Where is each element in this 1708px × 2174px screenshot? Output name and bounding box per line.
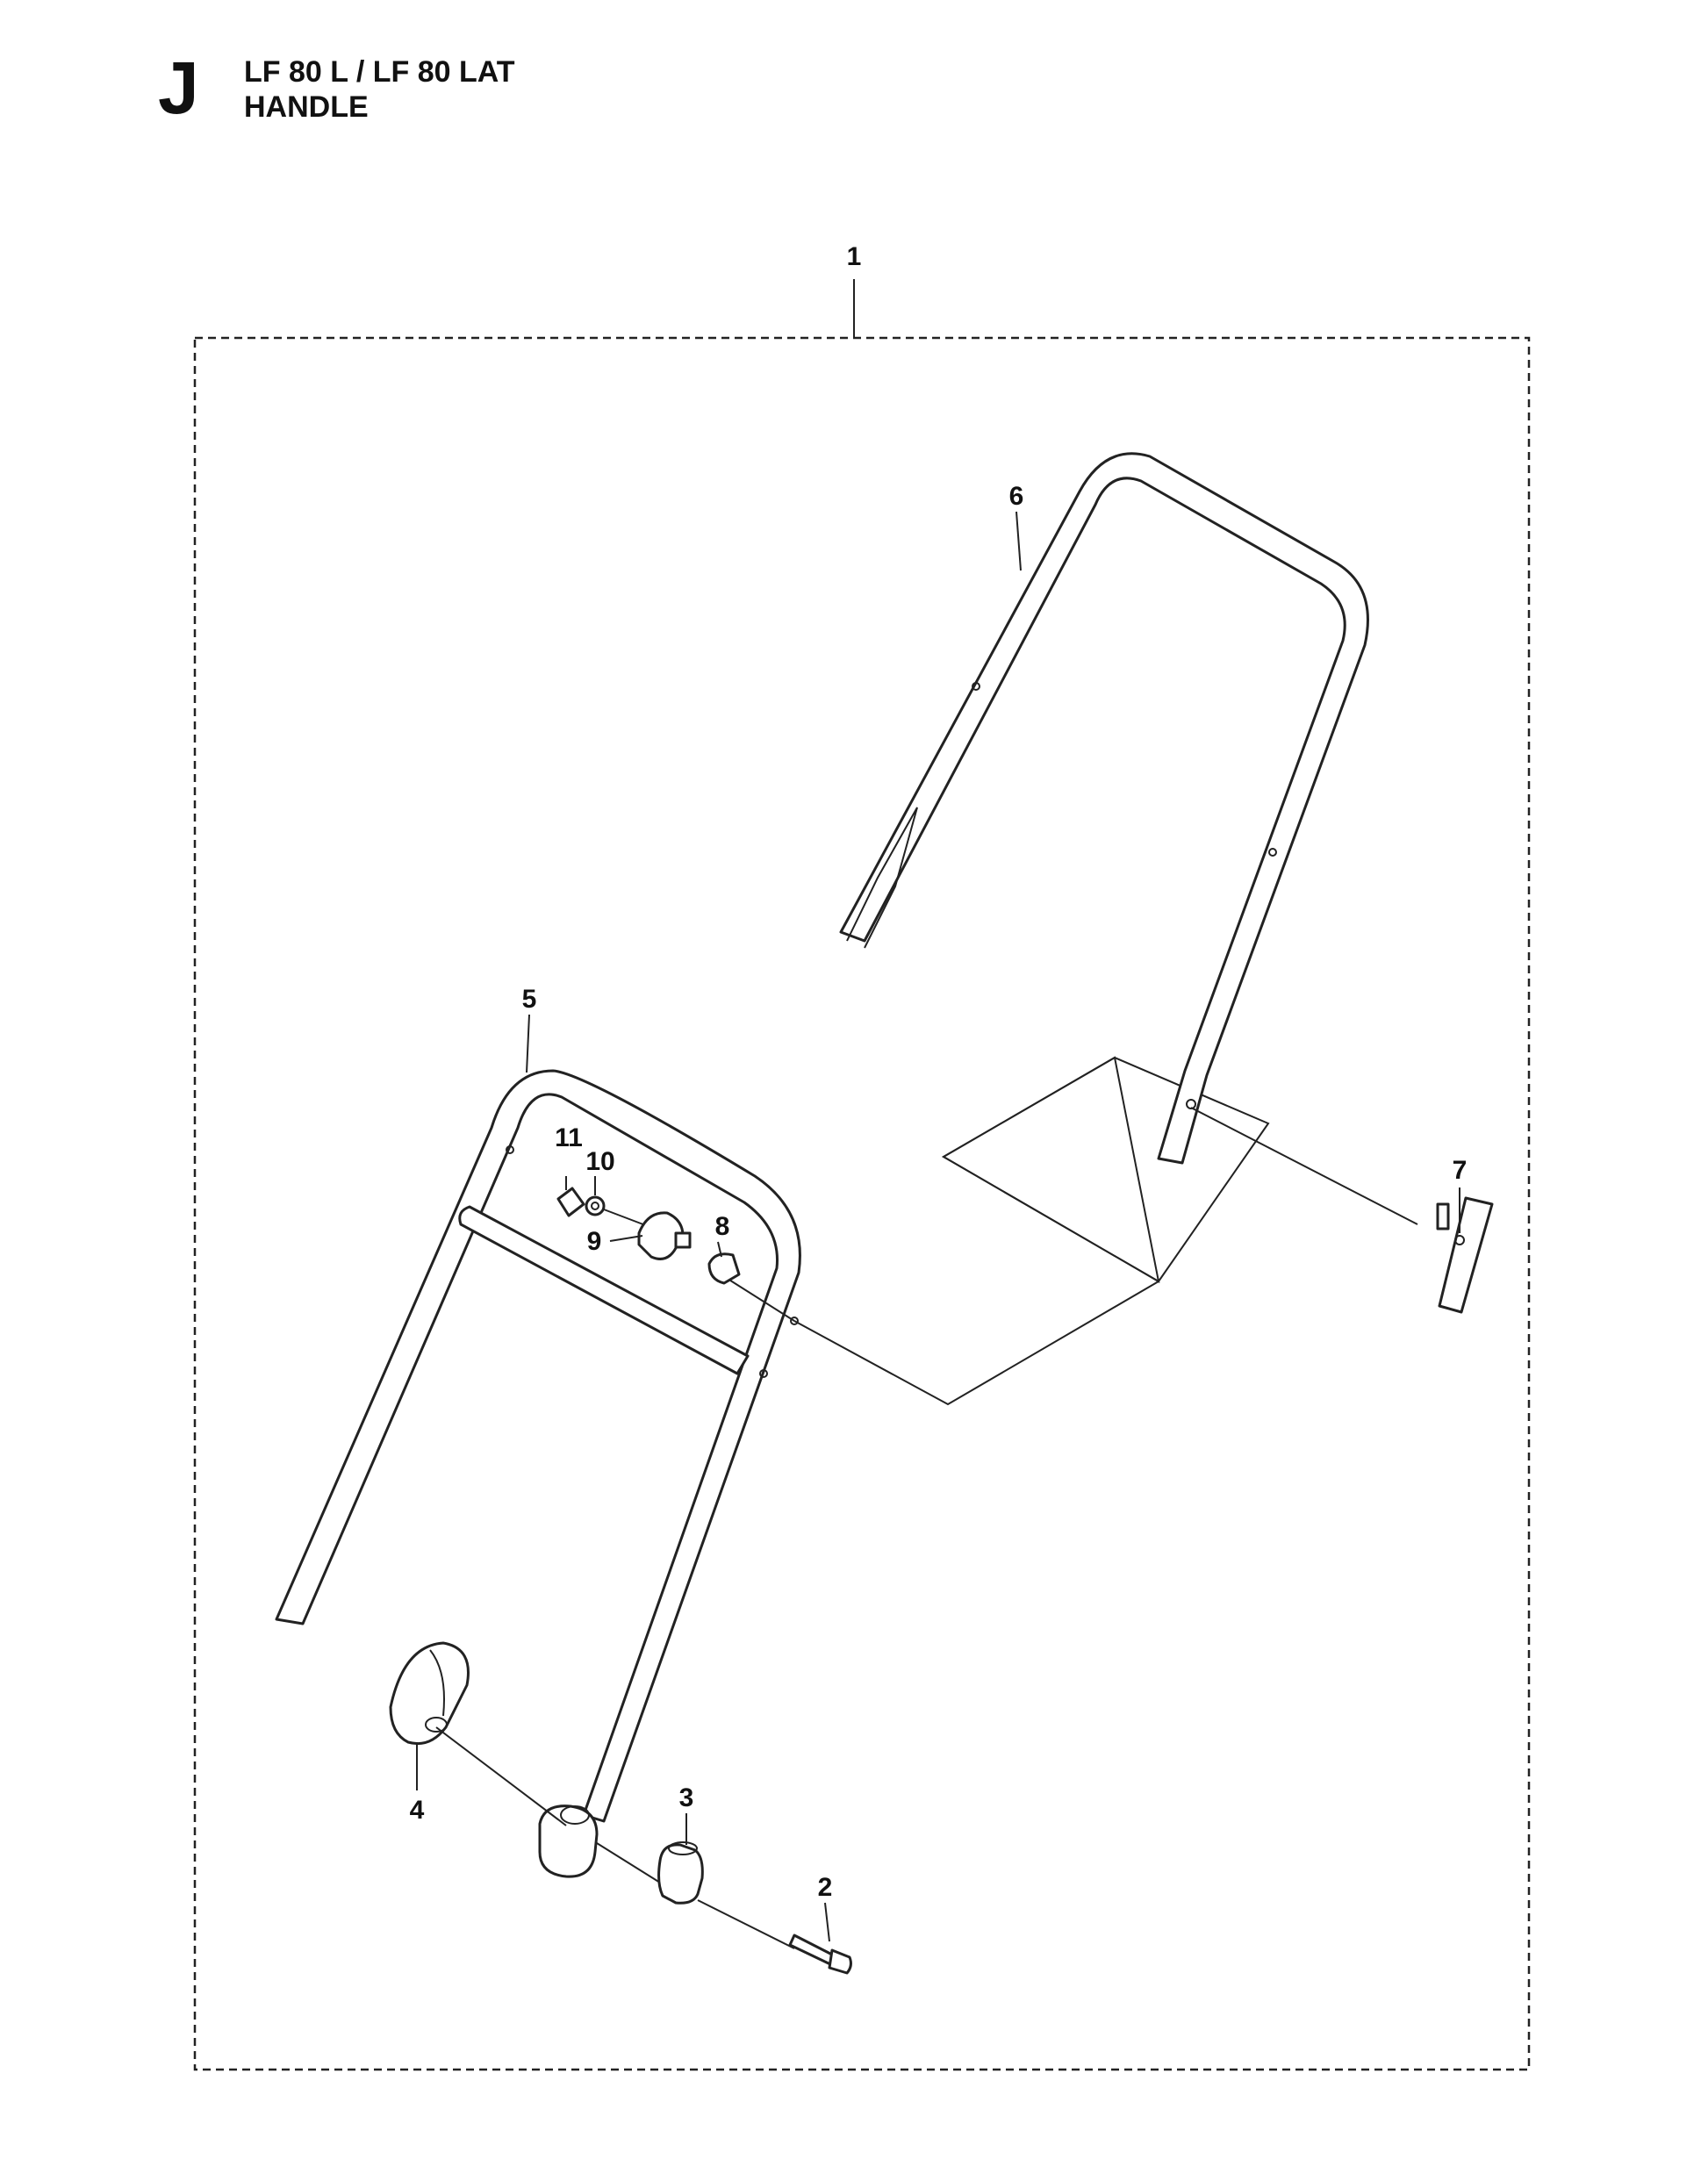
callout-2: 2	[818, 1873, 833, 1902]
assembly-frame	[193, 336, 1531, 2071]
lower-handle-leader	[526, 1014, 530, 1073]
knob-leader	[609, 1235, 643, 1242]
bolt	[1190, 1107, 1494, 1314]
title-block: LF 80 L / LF 80 LAT HANDLE	[244, 54, 515, 125]
upper-plane	[942, 1056, 1160, 1283]
model-line: LF 80 L / LF 80 LAT	[244, 55, 515, 89]
callout-6: 6	[1009, 482, 1024, 511]
callout-4: 4	[410, 1796, 425, 1825]
callout-10: 10	[585, 1147, 614, 1176]
lower-handle	[275, 1069, 801, 1878]
upper-handle-leader	[1015, 511, 1022, 571]
callout-3: 3	[679, 1783, 694, 1812]
screw	[788, 1934, 852, 1975]
callout-11: 11	[555, 1123, 583, 1152]
callout-9: 9	[587, 1227, 602, 1256]
screw-leader	[824, 1902, 830, 1942]
callout-1: 1	[847, 242, 862, 271]
section-title: HANDLE	[244, 90, 369, 124]
section-letter: J	[158, 47, 199, 129]
callout-8: 8	[715, 1212, 730, 1241]
knob-assembly	[556, 1187, 741, 1285]
assembly-plane	[942, 1056, 1270, 1283]
knob-cap-leader	[717, 1241, 722, 1258]
spacer	[657, 1841, 704, 1905]
bracket	[389, 1641, 470, 1746]
upper-handle	[839, 452, 1369, 1165]
callout-5: 5	[522, 985, 537, 1014]
callout-7: 7	[1453, 1156, 1468, 1185]
